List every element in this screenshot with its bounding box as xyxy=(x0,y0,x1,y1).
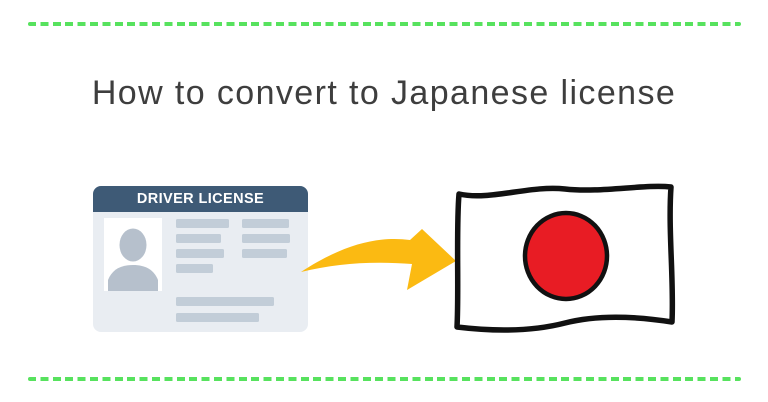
person-silhouette-icon xyxy=(108,228,158,291)
detail-bar xyxy=(176,264,213,273)
japan-flag-icon xyxy=(454,183,676,333)
page-title: How to convert to Japanese license xyxy=(91,74,677,112)
detail-bar xyxy=(176,313,259,322)
detail-bar xyxy=(176,297,274,306)
detail-bar xyxy=(242,249,287,258)
detail-bar xyxy=(176,234,221,243)
photo-placeholder xyxy=(104,218,162,291)
top-dashed-divider xyxy=(28,22,741,26)
detail-bar xyxy=(176,219,229,228)
detail-bar xyxy=(176,249,224,258)
bottom-dashed-divider xyxy=(28,377,741,381)
detail-bar xyxy=(242,219,289,228)
arrow-right-icon xyxy=(301,229,456,290)
license-card-header: DRIVER LICENSE xyxy=(93,186,308,212)
detail-bar xyxy=(242,234,290,243)
driver-license-card: DRIVER LICENSE xyxy=(93,186,308,332)
